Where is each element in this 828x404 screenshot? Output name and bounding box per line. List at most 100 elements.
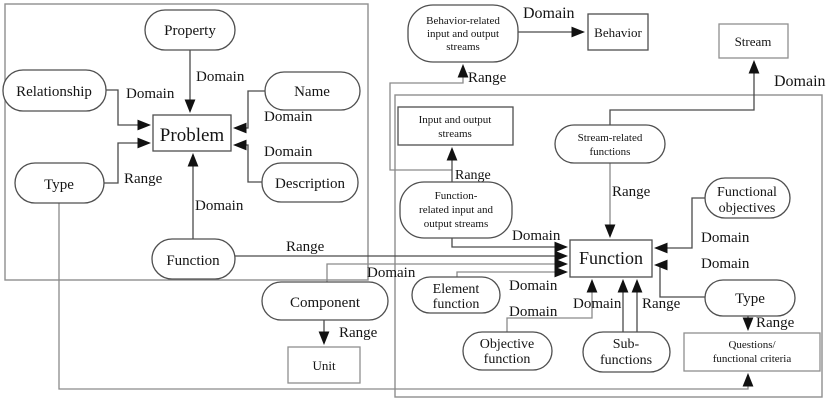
- node-label: Function-: [435, 190, 478, 202]
- node-function-left: Function: [151, 238, 236, 280]
- edge-elementfunction-functionmain: Domain: [456, 266, 569, 294]
- edge-label: Range: [756, 315, 795, 331]
- edge-typeright-questions: Range: [742, 315, 795, 332]
- node-label: objectives: [719, 201, 776, 216]
- edge-label: Domain: [126, 86, 175, 102]
- node-function-main: Function: [569, 239, 653, 278]
- node-name: Name: [264, 71, 361, 111]
- node-label: Element: [433, 282, 480, 297]
- edge-label: Range: [468, 70, 507, 86]
- node-label: Sub-: [613, 337, 640, 352]
- edge-functionleft-functionmain: Range: [235, 239, 569, 262]
- edge-label: Range: [612, 184, 651, 200]
- node-sub-functions: Sub- functions: [582, 331, 671, 373]
- node-label: Description: [275, 176, 345, 192]
- node-label: Input and output: [419, 114, 492, 126]
- edge-label: Domain: [195, 198, 244, 214]
- edge-property-problem: Domain: [184, 50, 245, 114]
- node-questions-functional-criteria: Questions/ functional criteria: [683, 332, 821, 372]
- node-label: function: [484, 352, 531, 367]
- edge-subfunctions-functionmain-domain: Domain: [573, 278, 629, 332]
- node-problem: Problem: [152, 114, 232, 152]
- edge-subfunctions-functionmain-range: Range: [631, 278, 681, 332]
- node-label: Objective: [480, 337, 534, 352]
- edge-component-functionmain: Domain: [326, 258, 569, 282]
- node-label: Type: [44, 177, 74, 193]
- edge-label: Range: [455, 168, 491, 183]
- edge-label: Domain: [701, 256, 750, 272]
- node-label: functional criteria: [713, 353, 792, 365]
- node-behavior-related-streams: Behavior-related input and output stream…: [407, 4, 519, 63]
- left-container-box: [4, 3, 369, 281]
- edge-streamrelated-functionmain: Range: [604, 163, 651, 239]
- edge-label: Domain: [264, 144, 313, 160]
- node-objective-function: Objective function: [462, 331, 553, 371]
- edge-functionrelated-iostreams: Range: [446, 146, 491, 183]
- node-label: function: [433, 297, 480, 312]
- edge-typeleft-problem: Range: [104, 137, 163, 187]
- node-type-right: Type: [704, 279, 796, 317]
- node-label: Property: [164, 23, 216, 39]
- edge-functionleft-problem: Domain: [187, 152, 244, 239]
- edge-label: Domain: [774, 73, 826, 90]
- edge-label: Domain: [701, 230, 750, 246]
- edge-label: Domain: [573, 296, 622, 312]
- edge-label: Domain: [509, 304, 558, 320]
- edge-typeright-functionmain: Domain: [653, 256, 750, 298]
- node-label: Relationship: [16, 84, 92, 100]
- edge-functionrelated-functionmain: Domain: [451, 228, 569, 253]
- node-stream-related-functions: Stream-related functions: [554, 124, 666, 164]
- edge-relationship-problem: Domain: [106, 86, 175, 131]
- node-label: output streams: [424, 218, 488, 230]
- node-label: Unit: [312, 358, 336, 373]
- node-label: functions: [590, 146, 631, 158]
- edge-label: Domain: [523, 5, 575, 22]
- edge-label: Domain: [512, 228, 561, 244]
- node-label: Stream-related: [578, 132, 643, 144]
- node-property: Property: [144, 9, 236, 51]
- node-label: Functional: [717, 185, 777, 200]
- node-label: Behavior-related: [426, 15, 500, 27]
- edge-label: Domain: [367, 265, 416, 281]
- node-label: streams: [438, 128, 472, 140]
- edge-label: Domain: [264, 109, 313, 125]
- node-label: Stream: [735, 34, 772, 49]
- node-label: Name: [294, 84, 330, 100]
- edge-behaviorrelated-behavior: Domain: [518, 5, 586, 38]
- node-relationship: Relationship: [2, 69, 107, 112]
- node-label: Function: [579, 248, 643, 268]
- node-label: functions: [600, 353, 652, 368]
- node-label: related input and: [419, 204, 493, 216]
- edge-name-problem: Domain: [232, 90, 313, 134]
- node-function-related-streams: Function- related input and output strea…: [399, 181, 513, 239]
- edge-description-problem: Domain: [232, 139, 313, 183]
- node-stream: Stream: [718, 23, 789, 59]
- node-element-function: Element function: [411, 276, 501, 314]
- node-label: Questions/: [728, 339, 776, 351]
- node-label: Function: [166, 253, 220, 269]
- node-label: Type: [735, 291, 765, 307]
- node-type-left: Type: [14, 162, 105, 204]
- node-unit: Unit: [287, 346, 361, 384]
- node-label: Component: [290, 295, 361, 311]
- edge-functionalobjectives-functionmain: Domain: [653, 197, 750, 254]
- node-label: Behavior: [594, 25, 642, 40]
- edge-label: Domain: [509, 278, 558, 294]
- edge-streamrelated-stream: Domain: [609, 59, 826, 125]
- edge-label: Range: [339, 325, 378, 341]
- edge-label: Range: [124, 171, 163, 187]
- edge-label: Domain: [196, 69, 245, 85]
- right-container-box: [394, 94, 823, 398]
- node-label: Problem: [160, 125, 225, 146]
- node-functional-objectives: Functional objectives: [704, 177, 791, 219]
- node-label: input and output: [427, 28, 499, 40]
- node-label: streams: [446, 41, 480, 53]
- node-description: Description: [261, 162, 359, 203]
- node-input-output-streams: Input and output streams: [397, 106, 514, 146]
- edge-route-behaviorrelated: Range: [389, 63, 507, 171]
- edge-label: Range: [286, 239, 325, 255]
- node-behavior: Behavior: [587, 13, 649, 51]
- edge-objectivefunction-functionmain: Domain: [506, 278, 598, 332]
- node-component: Component: [261, 281, 389, 321]
